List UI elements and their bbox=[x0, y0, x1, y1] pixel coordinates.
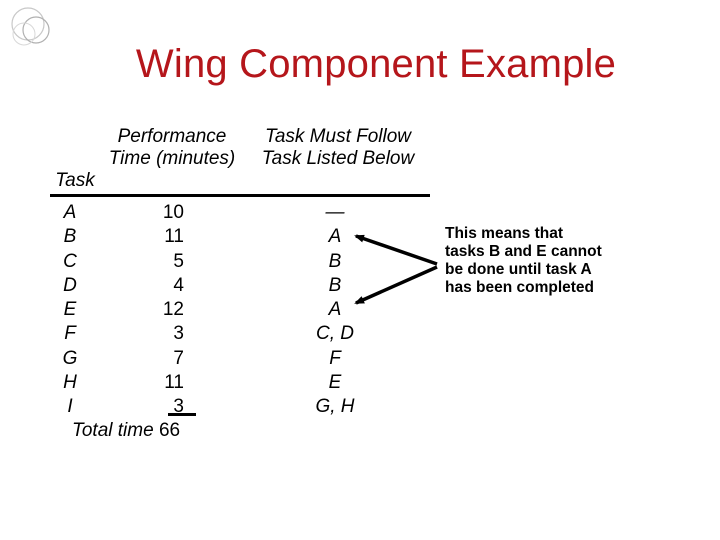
task-cell: I bbox=[67, 396, 73, 418]
time-cell: 10 bbox=[162, 202, 184, 223]
total-rule bbox=[168, 413, 196, 416]
header-task-must-follow: Task Must Follow Task Listed Below bbox=[261, 126, 415, 169]
predecessor-cell: B bbox=[328, 274, 342, 296]
total-time-label: Total time bbox=[72, 420, 154, 441]
time-cell: 11 bbox=[164, 372, 184, 394]
predecessor-cell: A bbox=[328, 226, 342, 248]
explanation-note: This means that tasks B and E cannot be … bbox=[445, 225, 602, 296]
time-cell: 3 bbox=[173, 396, 184, 418]
task-cell: G bbox=[62, 347, 78, 369]
predecessor-cell: C, D bbox=[316, 323, 354, 345]
time-cell: 4 bbox=[173, 274, 184, 296]
decorative-rings-icon bbox=[11, 7, 50, 46]
time-cell: 11 bbox=[164, 226, 184, 248]
column-performance-time: 10 11 5 4 12 3 7 11 3 bbox=[130, 201, 184, 420]
task-cell: E bbox=[63, 299, 77, 321]
predecessor-cell: A bbox=[328, 299, 342, 321]
column-task: A B C D E F G H I bbox=[55, 201, 85, 420]
task-cell: H bbox=[63, 372, 77, 394]
task-cell: D bbox=[63, 274, 77, 296]
predecessor-cell: E bbox=[328, 372, 342, 394]
task-cell: B bbox=[63, 226, 77, 248]
header-task: Task bbox=[55, 170, 95, 191]
predecessor-cell: — bbox=[325, 202, 345, 223]
time-cell: 3 bbox=[173, 323, 184, 345]
time-cell: 12 bbox=[162, 299, 184, 321]
total-time-value: 66 bbox=[158, 420, 181, 441]
predecessor-cell: B bbox=[328, 250, 342, 272]
time-cell: 5 bbox=[173, 250, 184, 272]
predecessor-cell: G, H bbox=[315, 396, 355, 418]
task-cell: F bbox=[64, 323, 76, 345]
task-cell: A bbox=[63, 202, 77, 223]
header-performance-time: Performance Time (minutes) bbox=[108, 126, 236, 169]
task-cell: C bbox=[63, 250, 77, 272]
slide-title: Wing Component Example bbox=[135, 42, 617, 86]
total-time: Total time 66 bbox=[72, 420, 180, 442]
header-rule bbox=[50, 194, 430, 197]
predecessor-cell: F bbox=[329, 347, 341, 369]
column-predecessor: — A B B A C, D F E G, H bbox=[280, 201, 390, 420]
time-cell: 7 bbox=[173, 347, 184, 369]
